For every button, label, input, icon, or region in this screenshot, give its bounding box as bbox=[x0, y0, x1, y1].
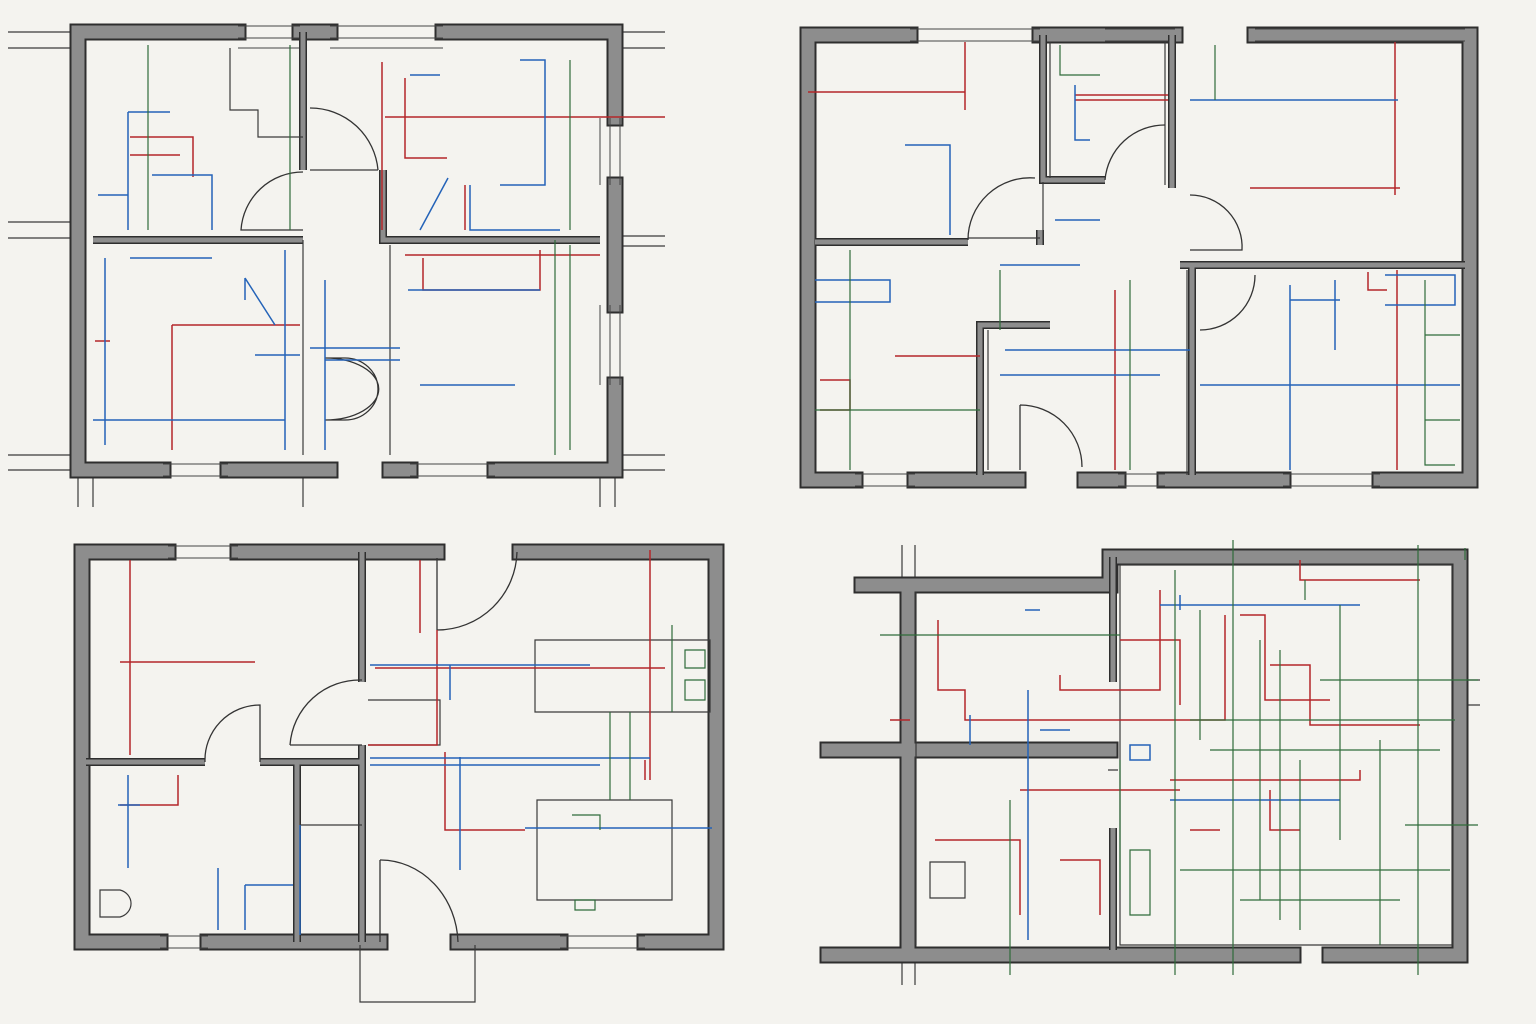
water-lines-blue bbox=[118, 664, 712, 935]
plumbing-lines-red bbox=[890, 560, 1420, 915]
windows bbox=[163, 25, 621, 477]
vent-lines-green bbox=[880, 540, 1478, 975]
exterior-walls bbox=[73, 543, 725, 951]
water-lines-blue bbox=[93, 59, 560, 450]
floor-plan-top-left bbox=[8, 23, 665, 507]
vent-lines-green bbox=[572, 625, 706, 911]
door-swings bbox=[204, 551, 518, 943]
grid-lines bbox=[901, 545, 1480, 985]
floor-plan-top-right bbox=[799, 26, 1479, 489]
plumbing-lines-red bbox=[95, 62, 665, 450]
water-lines-blue bbox=[815, 85, 1460, 470]
interior-walls bbox=[815, 35, 1465, 475]
interior-walls bbox=[86, 552, 711, 1003]
exterior-walls bbox=[69, 23, 624, 479]
vent-lines-green bbox=[815, 45, 1460, 470]
vent-lines-green bbox=[147, 45, 571, 455]
floor-plan-bottom-right bbox=[819, 540, 1480, 985]
grid-lines bbox=[8, 31, 665, 507]
water-lines-blue bbox=[969, 595, 1360, 940]
door-swings bbox=[967, 124, 1256, 470]
interior-walls bbox=[915, 557, 1453, 950]
exterior-walls bbox=[799, 26, 1479, 489]
plumbing-lines-red bbox=[120, 550, 665, 831]
floor-plan-bottom-left bbox=[73, 543, 725, 1003]
windows bbox=[160, 545, 645, 949]
windows bbox=[855, 28, 1465, 487]
interior-walls bbox=[93, 32, 600, 455]
exterior-walls bbox=[819, 548, 1469, 964]
plumbing-lines-red bbox=[808, 42, 1400, 470]
door-swings bbox=[240, 107, 380, 421]
